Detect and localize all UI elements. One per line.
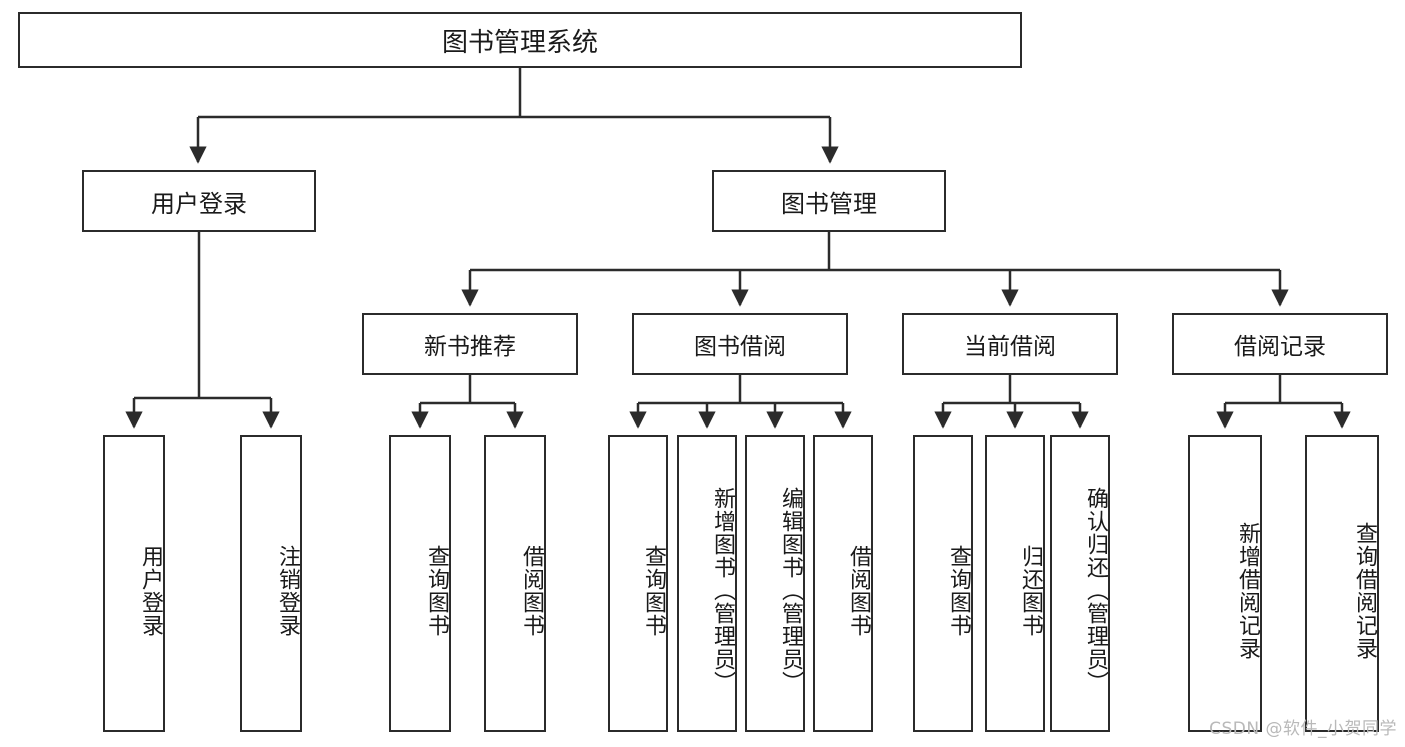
leaf-query-books-recommend[interactable]: 查询图书 [389,435,451,732]
leaf-query-borrow-record[interactable]: 查询借阅记录 [1305,435,1379,732]
node-label: 查询图书 [641,544,666,637]
node-root[interactable]: 图书管理系统 [18,12,1022,68]
node-label: 新书推荐 [424,334,516,360]
leaf-add-borrow-record[interactable]: 新增借阅记录 [1188,435,1262,732]
node-label: 借阅记录 [1234,334,1326,360]
node-label: 当前借阅 [964,334,1056,360]
node-label: 图书管理 [781,189,877,218]
node-label: 图书借阅 [694,334,786,360]
leaf-confirm-return-admin[interactable]: 确认归还（管理员） [1050,435,1110,732]
node-label: 新增图书（管理员） [710,487,735,694]
leaf-user-logout[interactable]: 注销登录 [240,435,302,732]
node-label: 查询图书 [424,544,449,637]
leaf-edit-book-admin[interactable]: 编辑图书（管理员） [745,435,805,732]
node-label: 查询借阅记录 [1352,521,1377,660]
node-label: 注销登录 [275,544,300,637]
node-label: 借阅图书 [519,544,544,637]
node-label: 确认归还（管理员） [1083,487,1108,694]
node-label: 用户登录 [138,544,163,637]
watermark: CSDN @软件_小贺同学 [1209,719,1397,739]
node-label: 新增借阅记录 [1235,521,1260,660]
node-label: 查询图书 [946,544,971,637]
leaf-query-books-current[interactable]: 查询图书 [913,435,973,732]
node-book-borrow[interactable]: 图书借阅 [632,313,848,375]
node-new-book-recommend[interactable]: 新书推荐 [362,313,578,375]
node-label: 借阅图书 [846,544,871,637]
leaf-add-book-admin[interactable]: 新增图书（管理员） [677,435,737,732]
node-root-label: 图书管理系统 [441,27,598,58]
node-current-borrow[interactable]: 当前借阅 [902,313,1118,375]
node-label: 用户登录 [151,189,247,218]
leaf-query-books-borrow[interactable]: 查询图书 [608,435,668,732]
node-label: 编辑图书（管理员） [778,487,803,694]
leaf-borrow-books-recommend[interactable]: 借阅图书 [484,435,546,732]
leaf-user-login[interactable]: 用户登录 [103,435,165,732]
node-label: 归还图书 [1018,544,1043,637]
node-borrow-records[interactable]: 借阅记录 [1172,313,1388,375]
leaf-return-book[interactable]: 归还图书 [985,435,1045,732]
node-book-management[interactable]: 图书管理 [712,170,946,232]
node-user-login[interactable]: 用户登录 [82,170,316,232]
leaf-borrow-book[interactable]: 借阅图书 [813,435,873,732]
